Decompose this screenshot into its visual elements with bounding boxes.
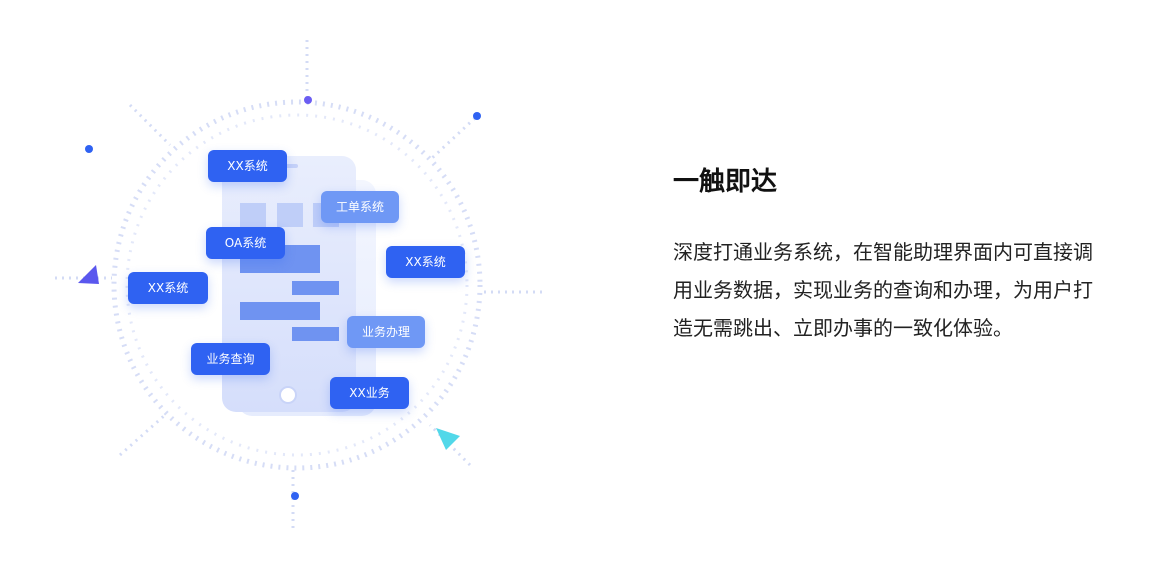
radial-line-top-right <box>428 116 477 162</box>
tag-xx-system-3: XX系统 <box>128 272 208 304</box>
dot-left <box>85 145 93 153</box>
radial-line-bottom-left <box>119 413 166 457</box>
feature-description: 深度打通业务系统，在智能助理界面内可直接调用业务数据，实现业务的查询和办理，为用… <box>673 240 1093 340</box>
screen-block <box>292 281 339 295</box>
tag-business-handling: 业务办理 <box>347 316 425 348</box>
tag-ticket-system: 工单系统 <box>321 191 399 223</box>
triangle-cyan <box>436 428 460 450</box>
illustration: XX系统 工单系统 OA系统 XX系统 XX系统 业务办理 业务查询 XX业务 <box>55 40 545 530</box>
dot-right <box>473 112 481 120</box>
tag-xx-system-2: XX系统 <box>386 246 465 278</box>
tag-oa-system: OA系统 <box>206 227 285 259</box>
feature-text: 一触即达 深度打通业务系统，在智能助理界面内可直接调用业务数据，实现业务的查询和… <box>673 165 1113 347</box>
inner-ring <box>125 113 469 457</box>
screen-block <box>292 327 339 341</box>
outer-ring <box>111 99 483 471</box>
tag-xx-business: XX业务 <box>330 377 409 409</box>
feature-title: 一触即达 <box>673 167 778 197</box>
screen-block <box>277 203 303 227</box>
tag-xx-system-1: XX系统 <box>208 150 287 182</box>
triangle-purple <box>78 265 99 284</box>
dot-bottom <box>291 492 299 500</box>
screen-block <box>240 302 320 320</box>
radial-line-top-left <box>128 103 172 147</box>
screen-block <box>240 203 266 227</box>
illustration-graphic <box>55 40 545 530</box>
phone-home-button <box>279 386 297 404</box>
dot-top <box>304 96 312 104</box>
tag-business-query: 业务查询 <box>191 343 270 375</box>
